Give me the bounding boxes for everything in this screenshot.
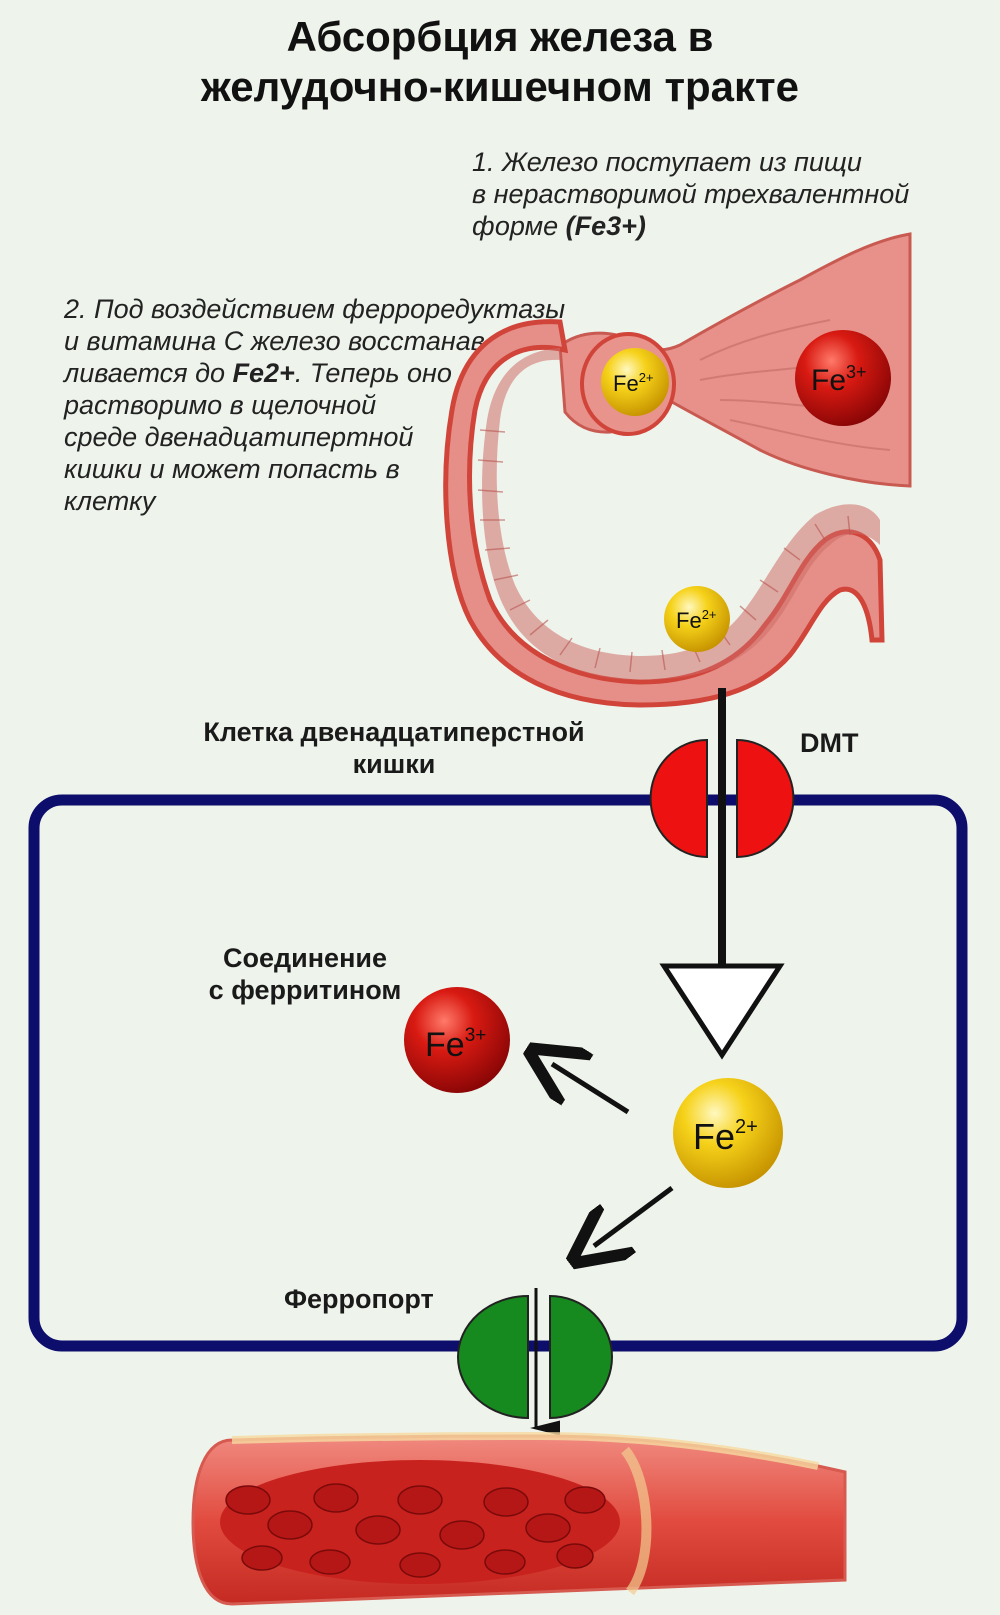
blood-vessel	[191, 1431, 847, 1606]
ferritin-label: Соединение с ферритином	[208, 943, 402, 1005]
page-title: Абсорбция железа в желудочно-кишечном тр…	[201, 13, 799, 110]
fe3-ion-ferritin: Fe3+	[404, 987, 510, 1093]
duodenum-lumen	[482, 348, 880, 680]
svg-text:Fe3+: Fe3+	[425, 1025, 486, 1064]
fe2-ion-duodenum: Fe2+	[664, 586, 730, 652]
fe2-ion-pylorus: Fe2+	[601, 348, 669, 416]
svg-text:Fe2+: Fe2+	[676, 607, 717, 633]
fe2-ion-cell: Fe2+	[673, 1078, 783, 1188]
duodenum-wall	[443, 319, 885, 708]
svg-text:Fe2+: Fe2+	[613, 370, 654, 396]
mucosal-folds	[477, 429, 851, 673]
arrow-to-ferroportin	[594, 1185, 674, 1246]
fe3-ion-stomach: Fe3+	[795, 330, 891, 426]
ferroportin-transporter	[457, 1294, 613, 1420]
red-blood-cells	[225, 1483, 606, 1578]
transport-arrow-head	[659, 963, 785, 1060]
dmt-label: DMT	[800, 728, 859, 758]
note-step-1: 1. Железо поступает из пищи в нераствори…	[472, 147, 910, 241]
note-step-2: 2. Под воздействием ферроредуктазы и вит…	[64, 294, 566, 516]
stomach-wall	[558, 232, 912, 488]
svg-text:Fe2+: Fe2+	[693, 1116, 758, 1157]
arrow-to-ferritin	[552, 1064, 630, 1115]
stomach-folds	[699, 319, 891, 451]
svg-text:Fe3+: Fe3+	[811, 362, 867, 397]
duodenal-cell-label: Клетка двенадцатиперстной кишки	[203, 717, 585, 779]
ferroportin-label: Ферропорт	[284, 1284, 434, 1314]
dmt-transporter	[649, 738, 795, 859]
